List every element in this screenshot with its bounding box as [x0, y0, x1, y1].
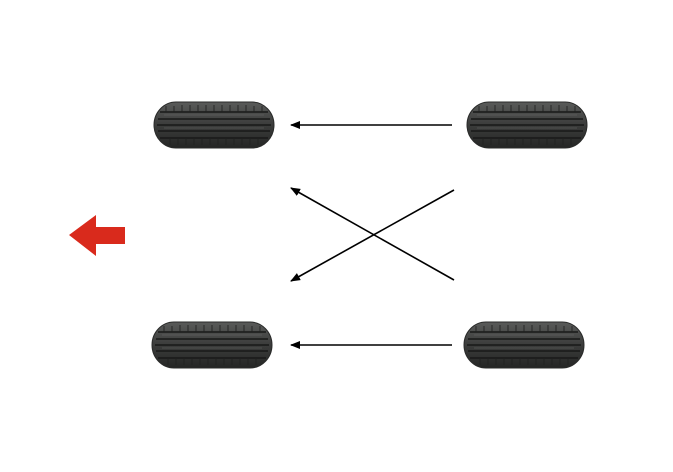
front-right-tire-icon: [151, 321, 273, 369]
rear-right-tire-icon: [463, 321, 585, 369]
rotation-arrow-cross-down: [290, 189, 455, 282]
rear-left-tire-icon: [466, 101, 588, 149]
rotation-arrow-cross-up: [290, 187, 455, 281]
left-arrow-icon: [69, 215, 125, 256]
front-left-tire-icon: [153, 101, 275, 149]
